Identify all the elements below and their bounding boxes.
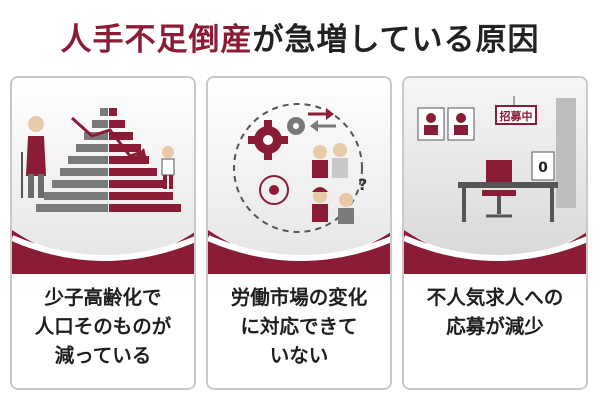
text-line: いない <box>269 344 329 367</box>
swap-arrows-icon <box>308 108 336 132</box>
card-aging-text: 少子高齢化で 人口そのものが 減っている <box>12 283 194 370</box>
text-line: に対応できて <box>240 315 358 338</box>
empty-office-illustration: 招募中 0 <box>404 78 586 274</box>
zero-display: 0 <box>538 160 548 176</box>
elderly-person-icon <box>21 116 46 198</box>
text-line: 不人気求人への <box>426 286 564 309</box>
declining-arrow-icon <box>70 116 148 164</box>
card-labor-text: 労働市場の変化 に対応できて いない <box>208 283 390 370</box>
child-icon <box>161 146 175 189</box>
window-frame <box>556 98 576 208</box>
aging-population-illustration <box>12 78 194 274</box>
office-chair-icon <box>482 160 516 218</box>
recruiting-sign-label: 招募中 <box>500 109 533 123</box>
card-unpopular-jobs: 招募中 0 不人気求人への 応募が減少 <box>402 76 588 390</box>
small-gear-icon <box>287 117 305 135</box>
recruiting-sign: 招募中 <box>495 96 537 125</box>
card-unpopular-text: 不人気求人への 応募が減少 <box>404 283 586 341</box>
text-line: 人口そのものが <box>34 315 172 338</box>
title-accent: 人手不足倒産 <box>60 22 253 58</box>
text-line: 少子高齢化で <box>44 286 162 309</box>
card-aging: 少子高齢化で 人口そのものが 減っている <box>10 76 196 390</box>
wanted-poster-icon <box>417 107 475 141</box>
empty-desk-icon: 0 <box>458 151 558 222</box>
globe-network-icon <box>259 175 289 205</box>
text-line: 応募が減少 <box>446 315 544 338</box>
page-title: 人手不足倒産が急増している原因 <box>0 14 600 59</box>
text-line: 労働市場の変化 <box>230 286 368 309</box>
card-labor-market: ? 労働市場の変化 に対応できて いない <box>206 76 392 390</box>
title-rest: が急増している原因 <box>252 22 540 58</box>
text-line: 減っている <box>54 344 152 367</box>
question-mark: ? <box>358 175 367 194</box>
worker-group-icon <box>312 143 354 224</box>
dashed-cycle-ring <box>233 103 363 233</box>
labor-market-illustration: ? <box>208 78 390 274</box>
gear-icon <box>248 120 288 160</box>
